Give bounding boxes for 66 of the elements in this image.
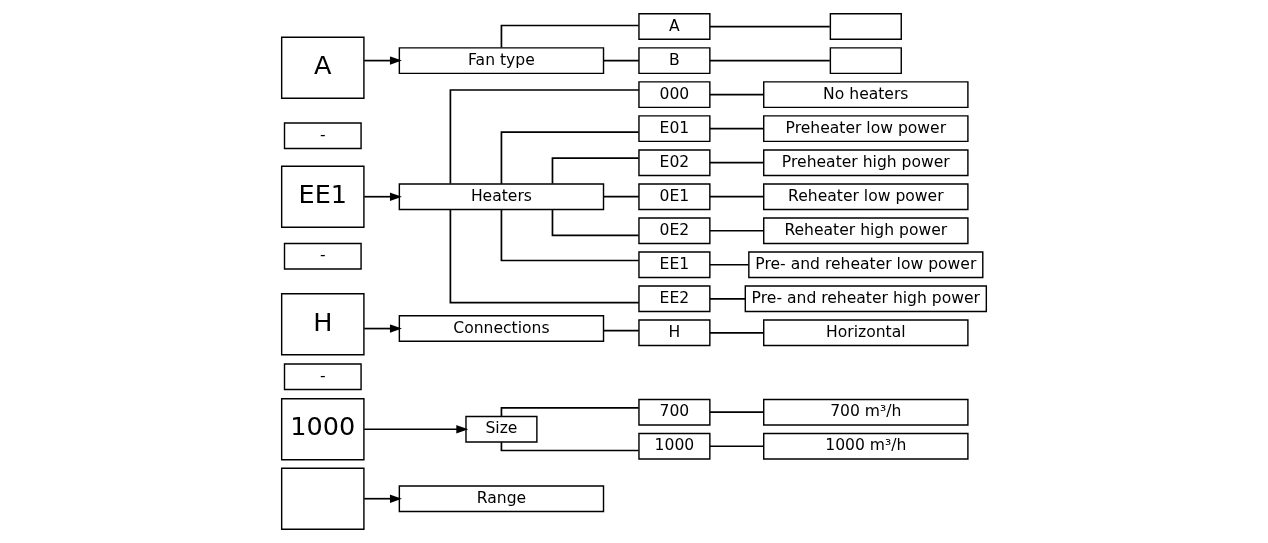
node-box: 1000 [638, 432, 711, 460]
node-box: - [283, 122, 362, 150]
connector [709, 263, 750, 266]
node-box: Pre- and reheater low power [748, 251, 984, 279]
arrow [363, 494, 402, 503]
node-box: - [283, 363, 362, 391]
connector [709, 411, 765, 414]
connector [709, 297, 747, 300]
connector [709, 445, 765, 448]
connector [500, 407, 640, 417]
connector [602, 329, 640, 332]
node-box: Reheater low power [763, 183, 969, 211]
node-box: Preheater high power [763, 149, 969, 177]
connector [709, 331, 765, 334]
node-box: Size [465, 415, 538, 443]
node-box: 000 [638, 81, 711, 109]
node-box: B [638, 47, 711, 75]
connector [709, 195, 765, 198]
arrow [363, 192, 402, 201]
node-box: EE2 [638, 285, 711, 313]
node-box: 700 m³/h [763, 398, 969, 426]
arrow [363, 425, 469, 434]
connector [449, 89, 640, 185]
node-box: Fan type [398, 47, 605, 75]
connector [709, 161, 765, 164]
node-box: H [280, 293, 365, 356]
connector [500, 208, 640, 262]
connector [449, 208, 640, 304]
node-box: Pre- and reheater high power [744, 285, 988, 313]
connector [709, 59, 831, 62]
node-box: A [638, 13, 711, 41]
node-box: 700 [638, 398, 711, 426]
node-box [829, 47, 902, 75]
node-box: H [638, 319, 711, 347]
node-box: 1000 m³/h [763, 432, 969, 460]
node-box: A [280, 36, 365, 99]
arrow [363, 56, 402, 65]
node-box: Reheater high power [763, 217, 969, 245]
node-box: 0E2 [638, 217, 711, 245]
connector [551, 208, 640, 237]
node-box: EE1 [638, 251, 711, 279]
arrow [363, 324, 402, 333]
node-box: 0E1 [638, 183, 711, 211]
connector [602, 195, 640, 198]
node-box: Heaters [398, 183, 605, 211]
node-box: 1000 [280, 398, 365, 461]
connector [602, 59, 640, 62]
node-box: Preheater low power [763, 115, 969, 143]
node-box: EE1 [280, 165, 365, 228]
node-box [280, 467, 365, 530]
node-box: E02 [638, 149, 711, 177]
connector [709, 93, 765, 96]
node-box [829, 13, 902, 41]
node-box: No heaters [763, 81, 969, 109]
node-box: Horizontal [763, 319, 969, 347]
node-box: E01 [638, 115, 711, 143]
node-box: Range [398, 485, 605, 513]
connector [500, 441, 640, 452]
connector [500, 24, 640, 49]
connector [500, 131, 640, 185]
node-box: Connections [398, 315, 605, 343]
connector [709, 127, 765, 130]
connector [551, 157, 640, 185]
connector [709, 25, 831, 28]
connector [709, 229, 765, 232]
node-box: - [283, 242, 362, 270]
